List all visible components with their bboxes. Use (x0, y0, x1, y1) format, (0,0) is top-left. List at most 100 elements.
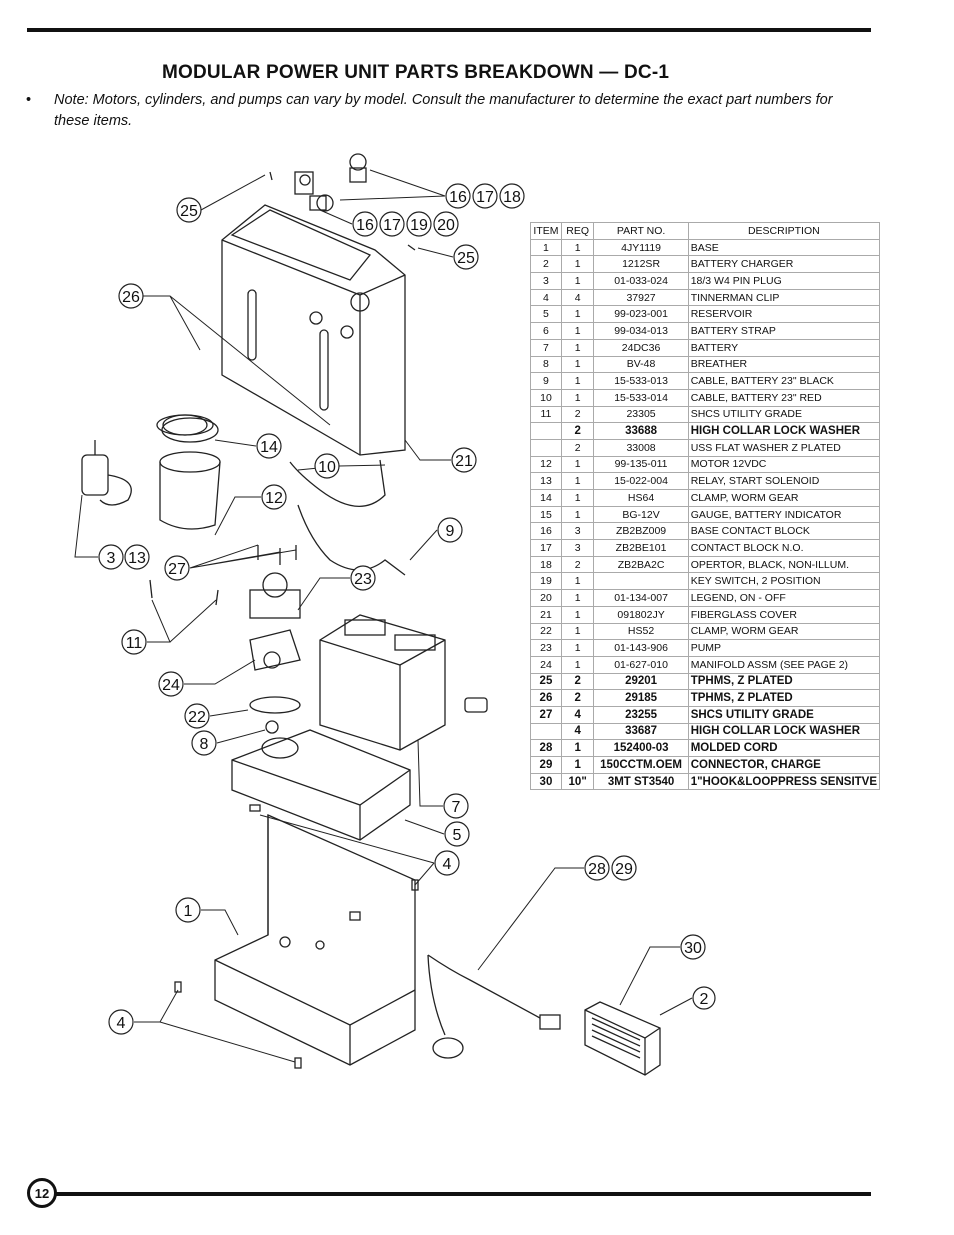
cell-part-no: ZB2BE101 (593, 539, 689, 557)
cell-req: 1 (560, 322, 595, 340)
note-bullet: • (26, 92, 32, 108)
cell-description: HIGH COLLAR LOCK WASHER (687, 422, 881, 440)
cell-part-no: 15-533-013 (593, 372, 689, 390)
callout-22: 22 (184, 703, 210, 729)
note-text: Note: Motors, cylinders, and pumps can v… (54, 92, 833, 129)
cell-part-no: 01-143-906 (593, 639, 689, 657)
cell-description: TPHMS, Z PLATED (687, 672, 881, 691)
cell-item: 9 (530, 372, 562, 390)
svg-text:10: 10 (318, 459, 336, 476)
cell-item: 5 (530, 305, 562, 324)
svg-text:8: 8 (200, 736, 209, 753)
cell-req: 1 (560, 272, 595, 290)
cell-part-no: 24DC36 (593, 338, 689, 357)
svg-text:2: 2 (700, 991, 709, 1008)
clamp-drawing (249, 696, 301, 714)
callout-7: 7 (443, 793, 469, 819)
cell-req: 1 (560, 355, 595, 374)
fiberglass-cover-drawing (221, 204, 406, 456)
cell-item: 13 (530, 472, 562, 490)
cell-req: 3 (560, 522, 595, 541)
svg-text:26: 26 (122, 289, 140, 306)
cell-item: 17 (530, 539, 562, 557)
cell-item: 11 (530, 405, 562, 424)
cell-description: LEGEND, ON - OFF (687, 589, 881, 607)
cell-req: 1 (560, 605, 595, 624)
cell-description: MANIFOLD ASSM (SEE PAGE 2) (687, 655, 881, 674)
cell-description: HIGH COLLAR LOCK WASHER (687, 722, 881, 741)
motor-drawing (159, 414, 221, 530)
cell-item (530, 438, 562, 457)
note: • Note: Motors, cylinders, and pumps can… (26, 90, 846, 132)
cell-item (530, 722, 562, 741)
leader-lines (74, 169, 693, 1063)
cell-part-no: 99-023-001 (593, 305, 689, 324)
callout-2: 2 (692, 986, 716, 1010)
base-drawing (214, 814, 416, 1066)
callout-25-right: 25 (453, 244, 479, 270)
cell-description: SHCS UTILITY GRADE (687, 705, 881, 724)
svg-text:3: 3 (107, 550, 116, 567)
svg-text:7: 7 (452, 799, 461, 816)
cell-item: 7 (530, 338, 562, 357)
cell-part-no: 29201 (593, 672, 689, 691)
cell-req: 1 (560, 572, 595, 591)
cell-item: 15 (530, 505, 562, 524)
callout-1: 1 (175, 897, 201, 923)
cell-item: 22 (530, 622, 562, 641)
battery-drawing (319, 614, 488, 751)
page-number: 12 (27, 1178, 57, 1208)
callout-label: 25 (180, 203, 198, 220)
cell-part-no: ZB2BA2C (593, 555, 689, 574)
svg-text:11: 11 (126, 635, 143, 652)
cell-part-no: 01-033-024 (593, 272, 689, 290)
callout-8: 8 (191, 730, 217, 756)
battery-cable-black-drawing (297, 504, 406, 576)
cell-item: 4 (530, 288, 562, 307)
cell-description: GAUGE, BATTERY INDICATOR (687, 505, 881, 524)
battery-cable-red-drawing (289, 459, 386, 508)
cell-description: TINNERMAN CLIP (687, 288, 881, 307)
cell-description: KEY SWITCH, 2 POSITION (687, 572, 881, 591)
cell-part-no: 29185 (593, 689, 689, 707)
cell-part-no: 3MT ST3540 (593, 772, 689, 791)
cell-req: 3 (560, 539, 595, 557)
cell-req: 1 (560, 372, 595, 390)
cell-description: MOLDED CORD (687, 739, 881, 757)
cell-item: 2 (530, 255, 562, 274)
svg-text:4: 4 (117, 1015, 126, 1032)
cell-part-no: 37927 (593, 288, 689, 307)
page-title: MODULAR POWER UNIT PARTS BREAKDOWN — DC-… (162, 62, 670, 83)
cell-part-no: ZB2BZ009 (593, 522, 689, 541)
cell-part-no: 4JY1119 (593, 238, 689, 257)
battery-charger-drawing (584, 1001, 661, 1076)
cell-part-no: 33687 (593, 722, 689, 741)
svg-text:14: 14 (260, 439, 278, 456)
cell-req: 2 (560, 555, 595, 574)
cell-item: 23 (530, 639, 562, 657)
svg-text:30: 30 (684, 940, 702, 957)
cell-description: BREATHER (687, 355, 881, 374)
cell-req: 2 (560, 422, 595, 440)
cell-part-no: 99-135-011 (593, 455, 689, 474)
cell-item: 8 (530, 355, 562, 374)
callout-26: 26 (118, 283, 144, 309)
callout-12: 12 (261, 484, 287, 510)
cell-part-no: 15-533-014 (593, 388, 689, 407)
svg-text:18: 18 (503, 189, 521, 206)
cell-item: 19 (530, 572, 562, 591)
